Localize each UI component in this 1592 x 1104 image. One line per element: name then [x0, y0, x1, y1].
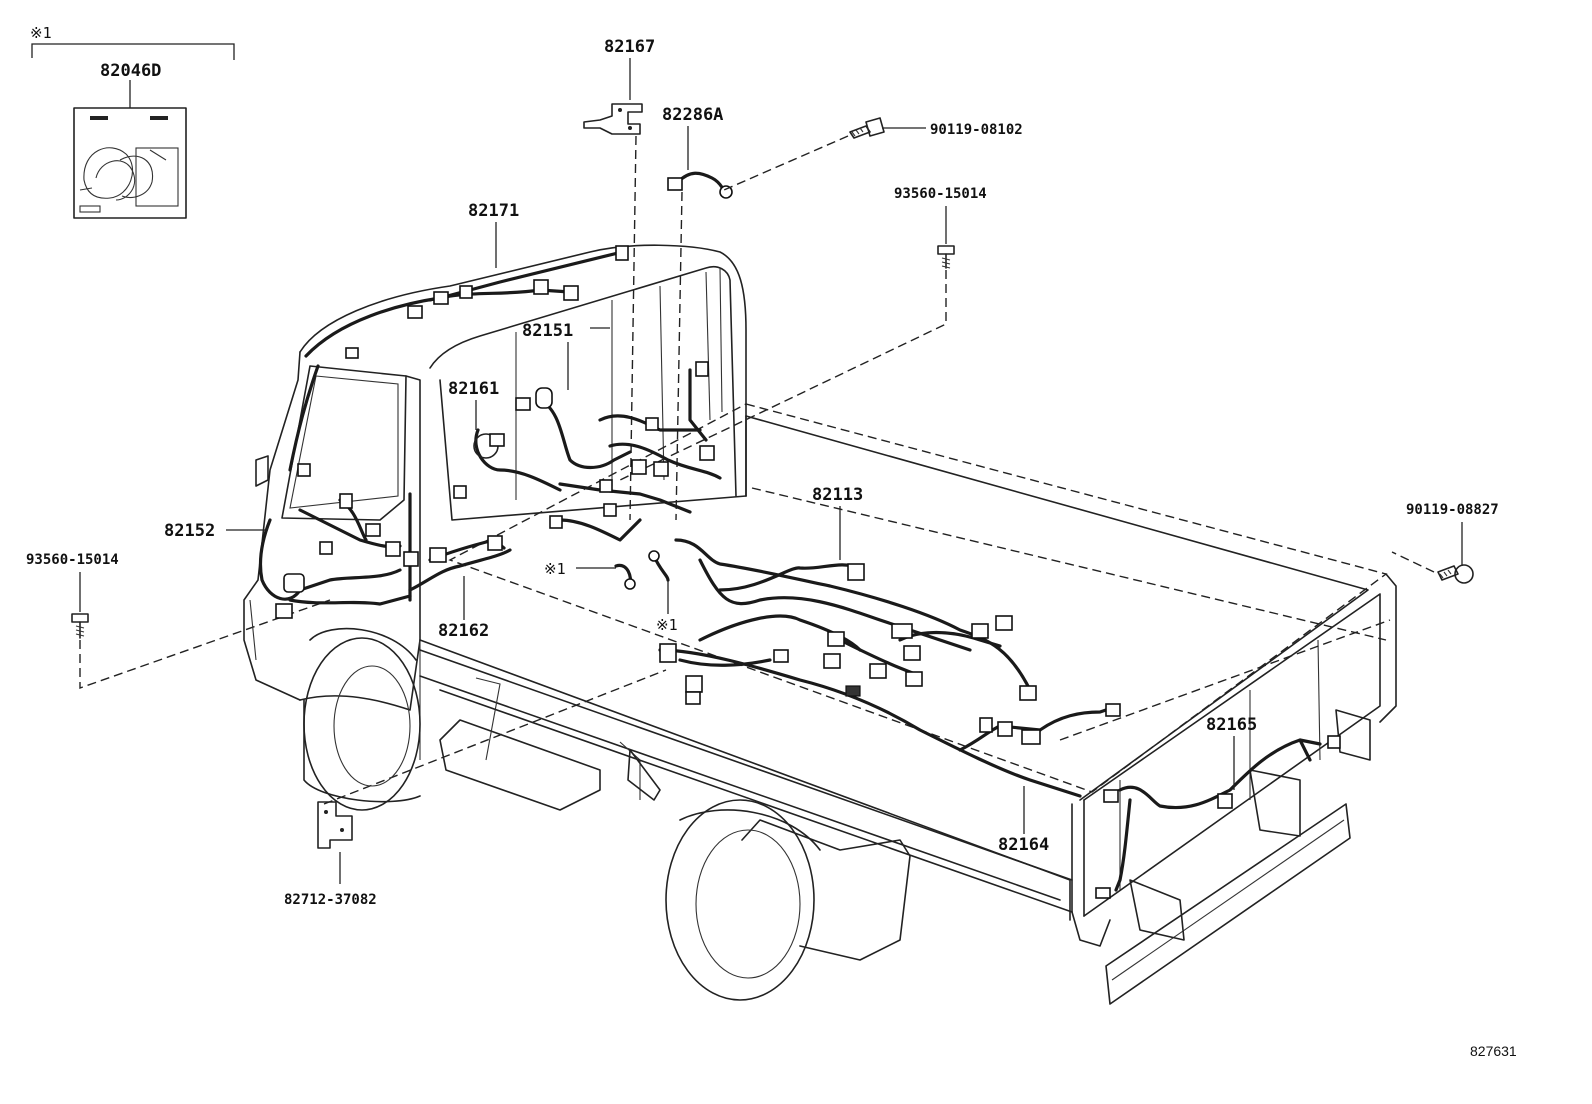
- harness-82164: [658, 643, 1121, 798]
- screw-93560-15014-left-icon: [71, 613, 89, 639]
- kit-group: ※1 82046D: [30, 24, 235, 219]
- callout-82046D: 82046D: [100, 61, 161, 81]
- screw-93560-15014-top-icon: [937, 245, 955, 269]
- callout-90119-08102: 90119-08102: [930, 122, 1023, 138]
- callout-93560-15014-top: 93560-15014: [894, 186, 987, 202]
- callout-82712-37082: 82712-37082: [284, 892, 377, 908]
- ground-wire-icon: [614, 563, 636, 590]
- rear-bumper: [1105, 709, 1371, 1005]
- bracket-82167-icon: [583, 103, 643, 135]
- cargo-bed: [419, 403, 1397, 947]
- harness-82152: [258, 485, 467, 619]
- assembly-dash-lines: [79, 135, 1435, 805]
- bolt-90119-08827-icon: [1437, 564, 1474, 584]
- harness-82151: [515, 361, 722, 542]
- harness-82171: [288, 245, 629, 477]
- callout-82171: 82171: [468, 201, 519, 221]
- callout-82151: 82151: [522, 321, 573, 341]
- harness-82161: [473, 428, 562, 492]
- callout-82167: 82167: [604, 37, 655, 57]
- callout-93560-15014-left: 93560-15014: [26, 552, 119, 568]
- harness-82165: [1095, 735, 1341, 899]
- figure-id: 827631: [1470, 1043, 1517, 1059]
- ground-wire-b-icon: [648, 550, 670, 582]
- harness-82162: [408, 535, 512, 592]
- callout-82161: 82161: [448, 379, 499, 399]
- sub-harness-82286A-icon: [667, 171, 733, 199]
- bolt-90119-08102-icon: [849, 117, 885, 139]
- wiring-kit-package-icon: [73, 107, 187, 219]
- kit-note-mark: ※1: [30, 24, 52, 42]
- callout-82286A: 82286A: [662, 105, 723, 125]
- callout-82164: 82164: [998, 835, 1049, 855]
- front-wheel: [303, 627, 421, 811]
- callout-82165: 82165: [1206, 715, 1257, 735]
- note-mark-b: ※1: [656, 616, 678, 634]
- bracket-82712-37082-icon: [317, 801, 353, 849]
- callout-82162: 82162: [438, 621, 489, 641]
- truck-cab: [243, 244, 747, 760]
- callout-82113: 82113: [812, 485, 863, 505]
- note-mark-a: ※1: [544, 560, 566, 578]
- callout-82152: 82152: [164, 521, 215, 541]
- callout-90119-08827: 90119-08827: [1406, 502, 1499, 518]
- harness-82113: [674, 538, 1037, 701]
- rear-wheel: [665, 799, 821, 1001]
